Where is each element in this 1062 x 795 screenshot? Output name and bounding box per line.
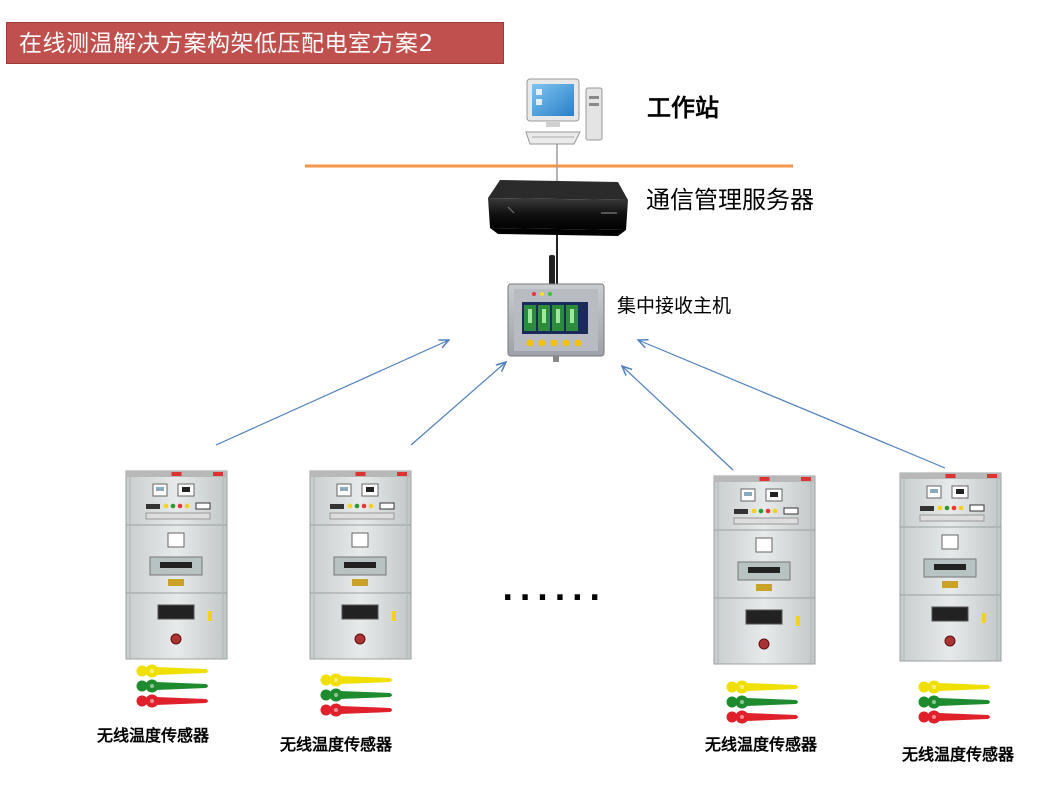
sensor-probe-2 bbox=[918, 695, 990, 709]
sensor-probe-3 bbox=[320, 703, 392, 717]
wireless-temperature-sensor-4 bbox=[918, 680, 990, 724]
sensor-probe-2 bbox=[726, 695, 798, 709]
sensor-label-3: 无线温度传感器 bbox=[705, 735, 818, 754]
sensor-probe-1 bbox=[136, 664, 208, 678]
sensor-probe-3 bbox=[136, 694, 208, 708]
receiver-label: 集中接收主机 bbox=[617, 295, 732, 317]
sensor-probe-3 bbox=[918, 710, 990, 724]
wireless-temperature-sensor-2 bbox=[320, 673, 392, 717]
sensor-probe-1 bbox=[320, 673, 392, 687]
ellipsis: ...... bbox=[502, 573, 607, 608]
sensor-probe-2 bbox=[136, 679, 208, 693]
switchgear-cabinet-1 bbox=[125, 470, 228, 660]
server-icon bbox=[488, 180, 628, 236]
sensor-label-1: 无线温度传感器 bbox=[97, 726, 210, 745]
arrow-cabinet-2 bbox=[410, 362, 506, 446]
sensor-probe-3 bbox=[726, 710, 798, 724]
switchgear-cabinet-3 bbox=[713, 475, 816, 665]
sensor-probe-1 bbox=[918, 680, 990, 694]
sensor-label-2: 无线温度传感器 bbox=[280, 735, 393, 754]
workstation-label: 工作站 bbox=[647, 94, 719, 122]
workstation-icon bbox=[525, 78, 603, 145]
server-label: 通信管理服务器 bbox=[646, 186, 814, 214]
cabinets-group bbox=[125, 470, 1002, 665]
arrow-cabinet-3 bbox=[622, 366, 734, 471]
arrow-cabinet-1 bbox=[215, 340, 449, 446]
sensor-probe-1 bbox=[726, 680, 798, 694]
wireless-temperature-sensor-1 bbox=[136, 664, 208, 708]
wireless-temperature-sensor-3 bbox=[726, 680, 798, 724]
receiver-icon bbox=[507, 255, 605, 362]
sensors-group bbox=[136, 664, 990, 724]
sensor-probe-2 bbox=[320, 688, 392, 702]
diagram-title: 在线测温解决方案构架低压配电室方案2 bbox=[6, 22, 504, 64]
switchgear-cabinet-2 bbox=[309, 470, 412, 660]
sensor-label-4: 无线温度传感器 bbox=[902, 745, 1015, 764]
arrow-cabinet-4 bbox=[638, 340, 946, 469]
switchgear-cabinet-4 bbox=[899, 472, 1002, 662]
wireless-arrows bbox=[215, 340, 946, 471]
